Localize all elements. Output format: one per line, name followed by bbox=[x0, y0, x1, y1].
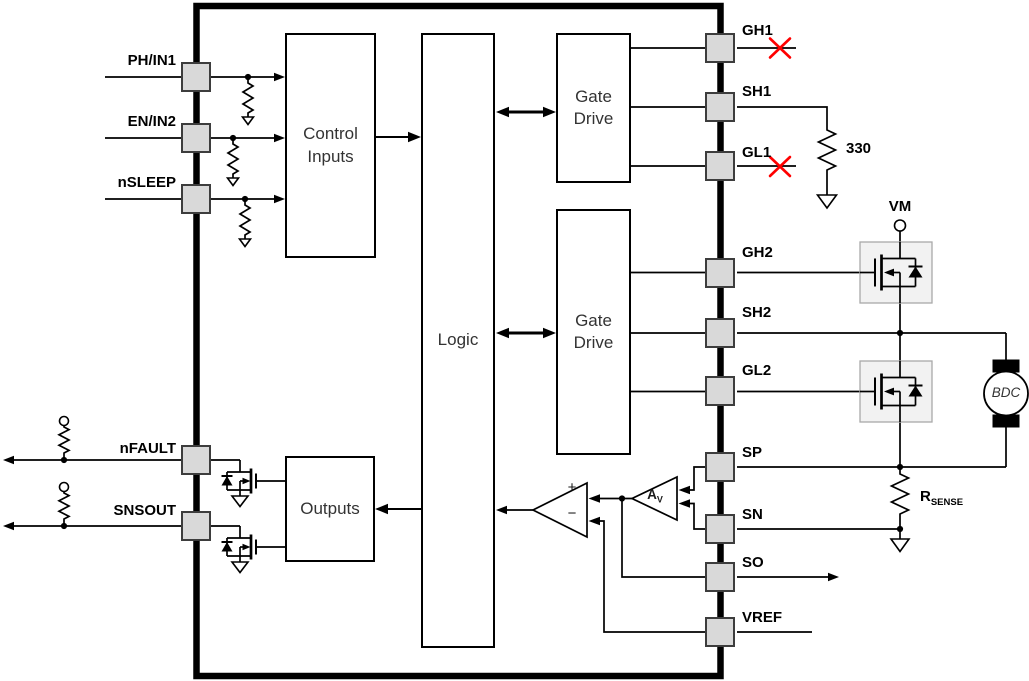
pin-label-nsleep: nSLEEP bbox=[117, 174, 176, 191]
so-vref-external bbox=[737, 572, 839, 633]
motor-label: BDC bbox=[991, 385, 1021, 400]
pin-vref bbox=[705, 617, 735, 647]
sense-resistor-external bbox=[737, 467, 911, 553]
logic-arrows bbox=[375, 106, 556, 515]
pin-nfault bbox=[181, 445, 211, 475]
half-bridge-external bbox=[737, 219, 1007, 471]
current-sense-internal bbox=[496, 466, 705, 633]
pin-sp bbox=[705, 452, 735, 482]
gate-drive-2-label-line1: Gate bbox=[575, 310, 612, 330]
pulldown-resistor-icon bbox=[237, 195, 253, 248]
pulldown-resistor-icon bbox=[240, 73, 256, 126]
pin-sh2 bbox=[705, 318, 735, 348]
sense-resistor-sub: SENSE bbox=[930, 497, 964, 508]
logic-label: Logic bbox=[437, 330, 479, 350]
gate-drive-2-block: Gate Drive bbox=[556, 209, 631, 455]
control-inputs-block: Control Inputs bbox=[285, 33, 376, 258]
pin-label-gl1: GL1 bbox=[742, 144, 772, 161]
pin-label-sp: SP bbox=[742, 444, 763, 461]
pin-so bbox=[705, 562, 735, 592]
pin-label-gl2: GL2 bbox=[742, 362, 772, 379]
comparator-minus-sign: − bbox=[567, 505, 577, 522]
outputs-label: Outputs bbox=[300, 498, 360, 518]
control-input-wires bbox=[105, 72, 285, 248]
control-inputs-label-line2: Inputs bbox=[307, 146, 354, 166]
ground-icon bbox=[815, 194, 839, 210]
vm-terminal-icon bbox=[893, 219, 907, 232]
ground-icon bbox=[889, 538, 911, 553]
comparator-triangle bbox=[531, 481, 588, 539]
pin-gh1 bbox=[705, 33, 735, 63]
amp-base: A bbox=[647, 487, 657, 502]
gate-drive-1-block: Gate Drive bbox=[556, 33, 631, 183]
comparator-plus-sign: + bbox=[567, 479, 577, 496]
sense-amp-label: AV bbox=[641, 487, 669, 505]
control-inputs-label-line1: Control bbox=[303, 124, 358, 144]
pin-label-snsout: SNSOUT bbox=[113, 502, 176, 519]
pin-label-gh1: GH1 bbox=[742, 22, 773, 39]
sense-amp-triangle bbox=[630, 475, 678, 522]
sh1-external-resistor bbox=[737, 106, 839, 210]
gate-drive-1-label-line2: Drive bbox=[573, 109, 614, 128]
sense-resistor-base: R bbox=[920, 488, 931, 505]
pin-label-nfault: nFAULT bbox=[119, 440, 176, 457]
pin-en-in2 bbox=[181, 123, 211, 153]
pin-label-gh2: GH2 bbox=[742, 244, 773, 261]
amp-sub: V bbox=[656, 494, 663, 505]
pin-label-vref: VREF bbox=[742, 609, 783, 626]
pin-label-en-in2: EN/IN2 bbox=[127, 113, 176, 130]
pin-sh1 bbox=[705, 92, 735, 122]
gate-drive-to-pin-wires bbox=[631, 47, 705, 393]
logic-block: Logic bbox=[421, 33, 495, 648]
fault-output-wires bbox=[3, 415, 287, 574]
pullup-resistor-icon bbox=[57, 415, 71, 464]
pin-gl1 bbox=[705, 151, 735, 181]
gate-resistor-value: 330 bbox=[846, 140, 872, 157]
outputs-block: Outputs bbox=[285, 456, 375, 562]
motor-icon bbox=[983, 359, 1029, 428]
vm-supply-label: VM bbox=[888, 198, 912, 215]
pin-gh2 bbox=[705, 258, 735, 288]
pin-label-so: SO bbox=[742, 554, 764, 571]
pulldown-resistor-icon bbox=[225, 134, 241, 187]
pin-nsleep bbox=[181, 184, 211, 214]
pin-label-sh1: SH1 bbox=[742, 83, 772, 100]
pin-snsout bbox=[181, 511, 211, 541]
gate-drive-2-label-line2: Drive bbox=[573, 333, 614, 352]
red-x-icon bbox=[768, 155, 792, 178]
pin-label-ph-in1: PH/IN1 bbox=[127, 52, 176, 69]
pin-ph-in1 bbox=[181, 62, 211, 92]
pin-sn bbox=[705, 514, 735, 544]
pullup-resistor-icon bbox=[57, 481, 71, 530]
pin-gl2 bbox=[705, 376, 735, 406]
pin-label-sn: SN bbox=[742, 506, 763, 523]
pin-label-sh2: SH2 bbox=[742, 304, 772, 321]
gate-drive-1-label-line1: Gate bbox=[575, 86, 612, 106]
sense-resistor-label: RSENSE bbox=[920, 488, 963, 508]
red-x-icon bbox=[768, 37, 792, 59]
